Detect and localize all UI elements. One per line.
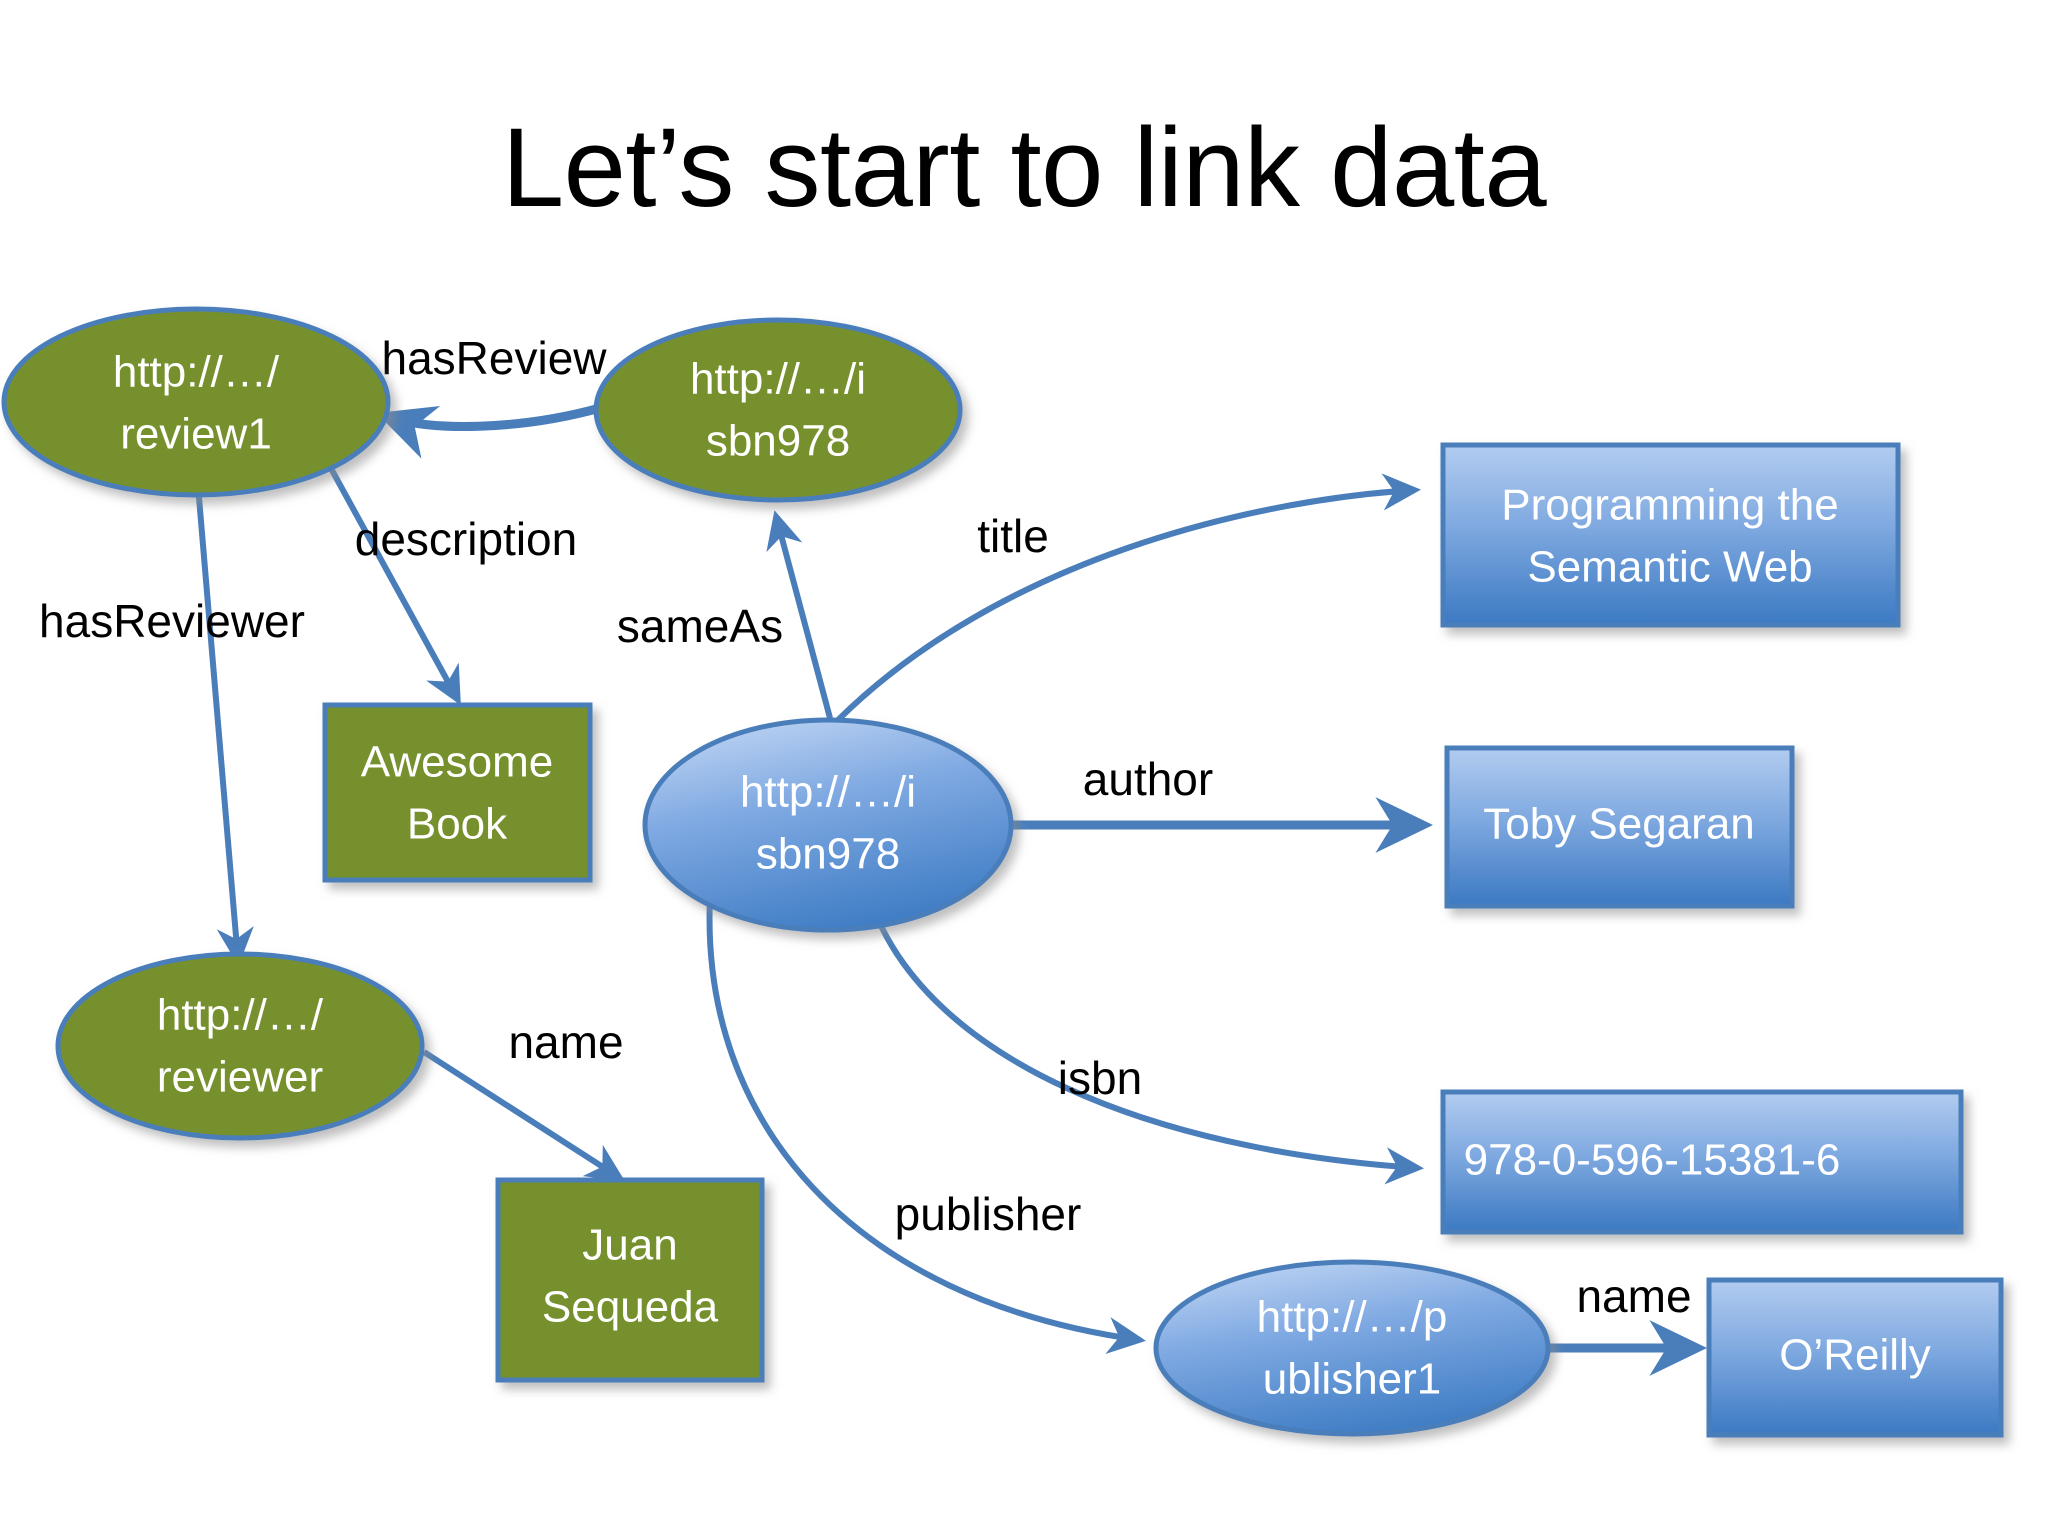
edge-isbn-line [869,903,1424,1185]
node-reviewer[interactable] [55,951,425,1141]
node-isbn-number-shape[interactable] [1440,1089,1964,1235]
node-isbn-blue[interactable] [642,717,1014,933]
node-reviewer-line2: reviewer [157,1053,323,1102]
node-review1-shape[interactable] [1,306,391,498]
edge-hasreviewer-line [193,461,254,966]
edge-hasreviewer: hasReviewer [39,461,305,966]
node-juan-sequeda-line2: Sequeda [542,1283,719,1332]
edge-name-oreilly: name [1542,1270,1707,1376]
node-awesome-book-line2: Book [407,800,508,849]
edge-label-name-oreilly: name [1576,1270,1691,1322]
node-isbn-number[interactable] [1440,1089,1964,1235]
edge-hasreview-line [376,403,602,459]
node-juan-sequeda[interactable] [495,1177,765,1383]
node-awesome-book-line1: Awesome [361,738,553,787]
edge-isbn: isbn [869,903,1424,1185]
node-reviewer-line1: http://…/ [157,991,324,1040]
node-oreilly-line1: O’Reilly [1779,1331,1931,1380]
node-isbn-number-line1: 978-0-596-15381-6 [1464,1136,1841,1185]
edge-sameas-line [766,510,833,719]
edge-label-publisher: publisher [895,1188,1082,1240]
node-review1-line2: review1 [120,410,272,459]
node-isbn-green-shape[interactable] [593,317,963,503]
node-reviewer-shape[interactable] [55,951,425,1141]
node-publisher1[interactable] [1153,1259,1551,1437]
node-isbn-blue-line1: http://…/i [740,768,916,817]
edge-author: author [1010,753,1433,853]
node-juan-sequeda-line1: Juan [582,1221,677,1270]
node-review1-line1: http://…/ [113,348,280,397]
edge-name-juan: name [422,1016,626,1182]
edge-label-name-juan: name [508,1016,623,1068]
node-publisher1-line1: http://…/p [1257,1293,1448,1342]
page-title: Let’s start to link data [501,105,1547,230]
edge-label-hasreview: hasReview [382,332,608,384]
edge-description-line [319,450,461,706]
node-programming-semantic-web[interactable] [1440,442,1901,628]
edge-hasreview: hasReview [376,332,608,459]
edge-label-sameas: sameAs [617,600,783,652]
node-programming-semantic-web-line1: Programming the [1501,481,1838,530]
edge-label-hasreviewer: hasReviewer [39,595,305,647]
node-isbn-green-line2: sbn978 [706,417,850,466]
node-toby-segaran[interactable] [1444,745,1795,909]
edge-sameas: sameAs [617,510,833,719]
node-publisher1-shape[interactable] [1153,1259,1551,1437]
edge-title: title [835,473,1421,723]
node-isbn-green-line1: http://…/i [690,355,866,404]
node-isbn-green[interactable] [593,317,963,503]
node-review1[interactable] [1,306,391,498]
node-toby-segaran-line1: Toby Segaran [1483,800,1755,849]
node-oreilly[interactable] [1706,1277,2004,1438]
node-juan-sequeda-shape[interactable] [495,1177,765,1383]
node-isbn-blue-shape[interactable] [642,717,1014,933]
edge-publisher-line [706,897,1146,1354]
node-awesome-book[interactable] [322,702,593,883]
edge-label-description: description [355,513,577,565]
edge-publisher: publisher [706,897,1146,1354]
node-programming-semantic-web-shape[interactable] [1440,442,1901,628]
node-programming-semantic-web-line2: Semantic Web [1527,543,1812,592]
edge-label-isbn: isbn [1058,1052,1142,1104]
node-toby-segaran-shape[interactable] [1444,745,1795,909]
node-isbn-blue-line2: sbn978 [756,830,900,879]
node-publisher1-line2: ublisher1 [1263,1355,1442,1404]
edge-label-author: author [1083,753,1213,805]
edge-label-title: title [977,510,1049,562]
edge-name-juan-line [422,1049,626,1182]
edge-description: description [319,450,577,706]
node-oreilly-shape[interactable] [1706,1277,2004,1438]
edge-title-line [835,473,1421,723]
node-awesome-book-shape[interactable] [322,702,593,883]
